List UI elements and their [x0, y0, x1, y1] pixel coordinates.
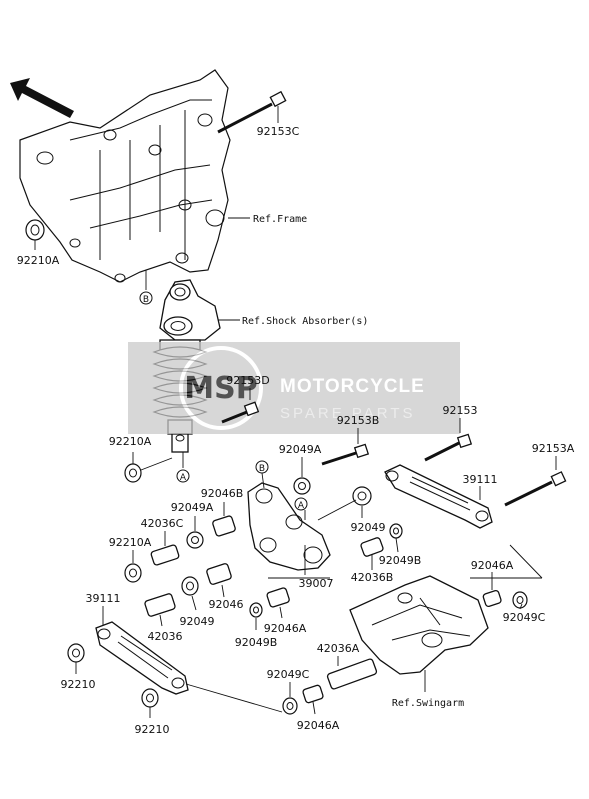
watermark-brand: MOTORCYCLE	[280, 376, 425, 397]
nut-92210-left-icon	[67, 643, 85, 663]
label-92153b: 92153B	[337, 414, 380, 427]
label-92049c-bottom: 92049C	[267, 668, 310, 681]
tie-rod-39111-left	[95, 621, 189, 695]
frame-assembly	[19, 69, 231, 283]
rocker-arm-39007	[247, 482, 331, 571]
washer-92049b-mid-icon	[249, 602, 263, 618]
ref-swingarm-label: Ref.Swingarm	[392, 698, 464, 709]
watermark-logo: MSP	[184, 371, 257, 406]
label-92046a-bottom: 92046A	[297, 719, 340, 732]
washer-92049a-lower-icon	[186, 531, 204, 549]
label-92210a-top: 92210A	[17, 254, 60, 267]
bushing-92046-icon	[206, 563, 232, 585]
label-42036c: 42036C	[141, 517, 184, 530]
nut-92210a-mid-icon	[124, 463, 142, 483]
washer-92049c-bottom-icon	[282, 697, 298, 715]
label-42036a: 42036A	[317, 642, 360, 655]
label-92049b-right: 92049B	[379, 554, 422, 567]
callout-b-top: B	[143, 295, 149, 305]
front-direction-arrow-icon	[10, 78, 74, 118]
watermark: MSP MOTORCYCLE SPARE PARTS	[128, 342, 460, 434]
label-92210-bottom: 92210	[135, 723, 170, 736]
bushing-42036b-icon	[360, 537, 384, 557]
label-92049-right: 92049	[351, 521, 386, 534]
bolt-92153a-icon	[504, 471, 567, 507]
bushing-92046a-mid-icon	[266, 587, 290, 608]
label-92153: 92153	[443, 404, 478, 417]
label-92046a-mid: 92046A	[264, 622, 307, 635]
callout-a-link: A	[298, 501, 305, 511]
bushing-92046a-right-icon	[482, 589, 502, 607]
washer-92049a-upper-icon	[293, 477, 311, 495]
label-42036b: 42036B	[351, 571, 394, 584]
bushing-92046a-bottom-icon	[302, 684, 324, 704]
ref-frame-label: Ref.Frame	[253, 214, 307, 225]
bushing-42036c-icon	[150, 544, 180, 566]
label-39111-left: 39111	[86, 592, 121, 605]
callout-b-link: B	[259, 464, 265, 474]
label-92153d: 92153D	[226, 374, 269, 387]
label-92046b: 92046B	[201, 487, 244, 500]
label-92049c-right: 92049C	[503, 611, 546, 624]
washer-92049-right-icon	[352, 486, 372, 506]
bolt-92153-icon	[424, 433, 473, 462]
callout-a-top: A	[180, 473, 187, 483]
label-92049a-upper: 92049A	[279, 443, 322, 456]
label-92046: 92046	[209, 598, 244, 611]
swingarm-section	[349, 575, 489, 675]
bushing-92046b-icon	[212, 515, 236, 537]
label-92049a-lower: 92049A	[171, 501, 214, 514]
label-92049-mid: 92049	[180, 615, 215, 628]
watermark-sub: SPARE PARTS	[280, 405, 416, 422]
bushing-42036a-icon	[326, 658, 378, 690]
washer-92049-mid-icon	[181, 576, 199, 596]
nut-92210-bottom-icon	[141, 688, 159, 708]
label-42036: 42036	[148, 630, 183, 643]
label-92210-left: 92210	[61, 678, 96, 691]
label-39007: 39007	[299, 577, 334, 590]
label-39111-right: 39111	[463, 473, 498, 486]
label-92153a: 92153A	[532, 442, 575, 455]
washer-92049c-right-icon	[512, 591, 528, 609]
nut-92210a-top-icon	[25, 219, 45, 241]
tie-rod-39111-right	[384, 464, 493, 529]
label-92210a-mid: 92210A	[109, 435, 152, 448]
bushing-42036-icon	[144, 593, 176, 617]
bolt-92153d-icon	[221, 401, 260, 424]
ref-shock-label: Ref.Shock Absorber(s)	[242, 316, 368, 327]
bolt-92153b-icon	[321, 443, 370, 466]
label-92049b-mid: 92049B	[235, 636, 278, 649]
label-92210a-low: 92210A	[109, 536, 152, 549]
nut-92210a-low-icon	[124, 563, 142, 583]
washer-92049b-right-icon	[389, 523, 403, 539]
label-92046a-right: 92046A	[471, 559, 514, 572]
bolt-92153c-icon	[217, 90, 287, 134]
label-92153c: 92153C	[257, 125, 300, 138]
